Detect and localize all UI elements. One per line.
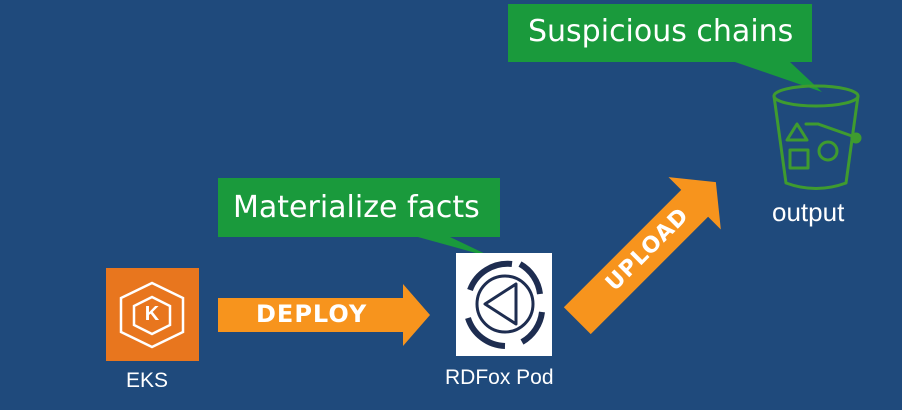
deploy-arrow xyxy=(218,284,430,346)
s3-bucket-icon xyxy=(772,84,862,190)
rdfox-pod-label: RDFox Pod xyxy=(445,366,554,389)
materialize-callout-pointer xyxy=(418,237,494,258)
deploy-arrow-label: DEPLOY xyxy=(256,300,368,328)
rdfox-logo xyxy=(456,253,552,356)
suspicious-chains-callout xyxy=(508,4,822,92)
eks-icon xyxy=(106,268,199,361)
materialize-facts-callout xyxy=(218,178,500,258)
eks-badge-letter: K xyxy=(144,303,160,325)
suspicious-chains-label: Suspicious chains xyxy=(528,14,794,49)
suspicious-callout-box xyxy=(508,4,812,62)
upload-arrow xyxy=(563,177,721,335)
materialize-callout-box xyxy=(218,178,500,237)
output-label: output xyxy=(772,197,845,227)
eks-label: EKS xyxy=(126,369,169,392)
materialize-facts-label: Materialize facts xyxy=(233,190,480,225)
suspicious-callout-pointer xyxy=(735,62,822,92)
